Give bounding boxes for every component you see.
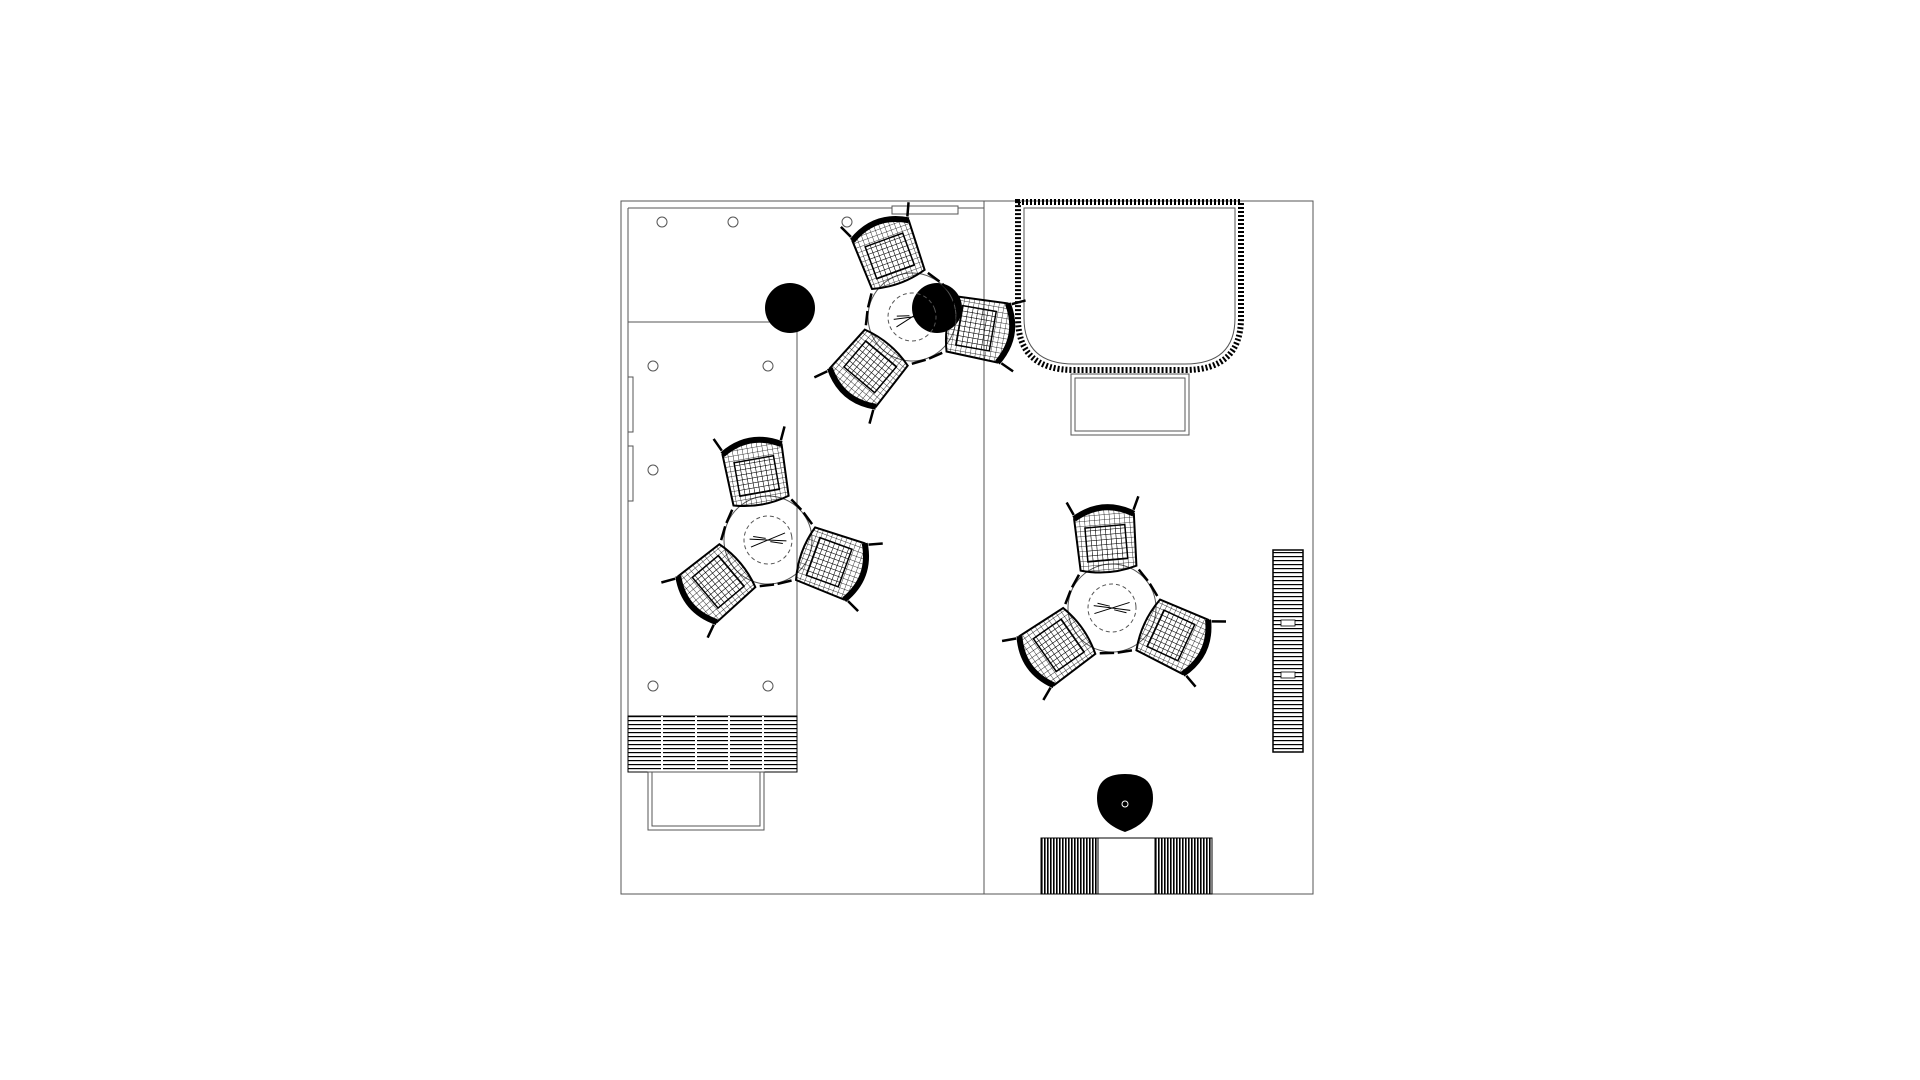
table-left (637, 413, 894, 646)
left-room-walls (627, 205, 984, 770)
table-right (990, 490, 1233, 705)
round-stool-1 (765, 283, 815, 333)
table-groups (637, 176, 1232, 705)
right-wall-shelf (1272, 549, 1304, 753)
bottom-left-sideboard (627, 715, 798, 831)
table-right-chair-1 (1065, 496, 1148, 587)
table-right-chair-3 (1001, 591, 1114, 702)
top-right-booth (1015, 199, 1244, 436)
bottom-right-bench (1040, 837, 1213, 895)
plan-outer-boundary (620, 200, 1314, 895)
lounge-chair (1097, 774, 1153, 832)
table-left-chair-1 (712, 426, 802, 523)
table-left-chair-2 (778, 513, 884, 613)
